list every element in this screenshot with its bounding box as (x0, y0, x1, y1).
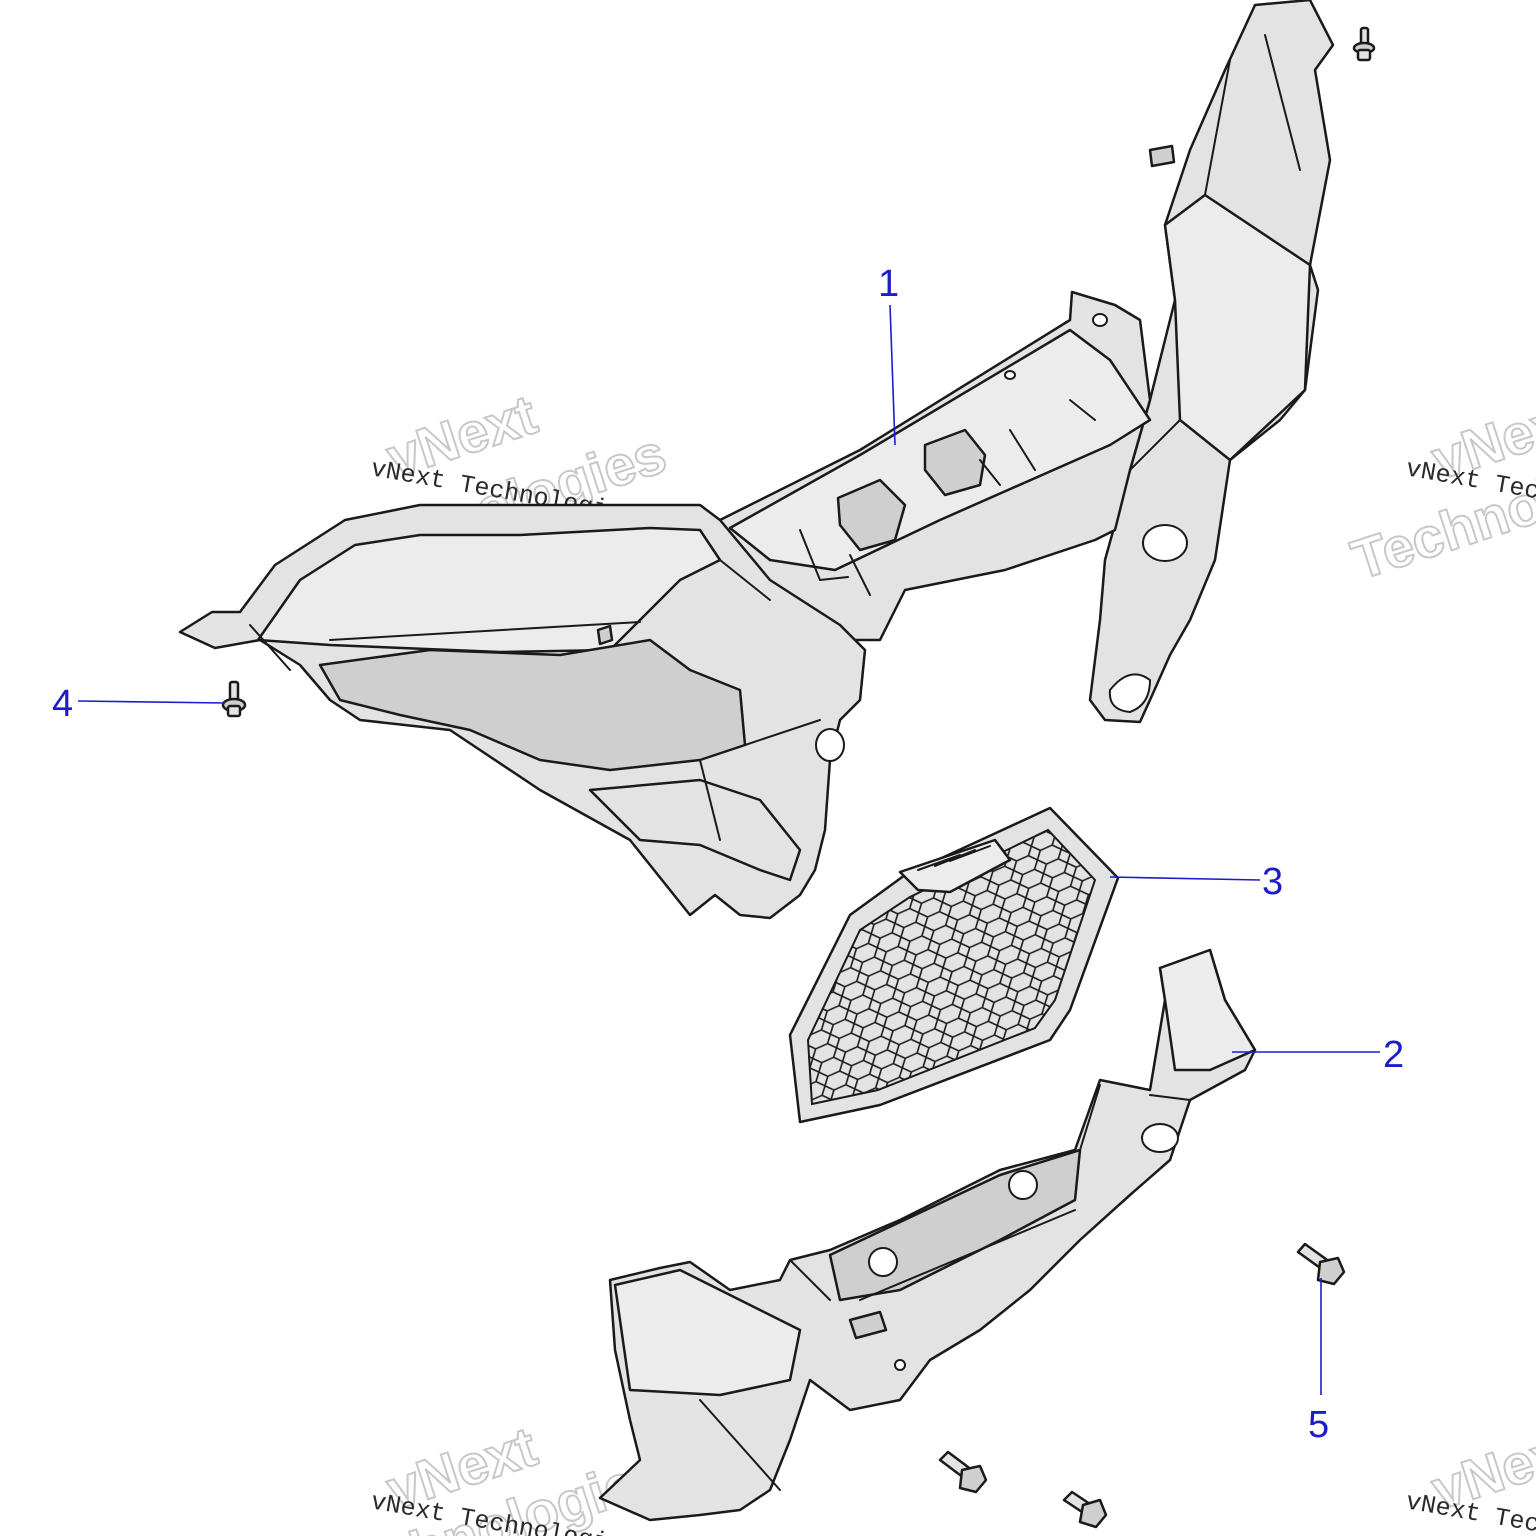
callout-1: 1 (878, 263, 899, 446)
watermark-group-right: vNext Technologies vNext Technologies (1343, 383, 1536, 592)
callout-5: 5 (1308, 1278, 1329, 1446)
top-right-fastener (1352, 26, 1376, 62)
part-1-bumper-frame (178, 0, 1335, 920)
part-4-pin-fastener (221, 680, 247, 718)
callout-label-1: 1 (878, 263, 899, 305)
callout-label-2: 2 (1383, 1034, 1404, 1076)
watermark-group-bottom-left: vNext Technologies vNext Technologies (313, 1413, 674, 1536)
hex-bolt-lower-a (938, 1450, 988, 1494)
leader-line-4 (77, 700, 226, 704)
callout-4: 4 (52, 683, 226, 725)
part-2-lower-valance (598, 948, 1257, 1522)
leader-line-1 (889, 304, 896, 446)
callout-2: 2 (1232, 1034, 1404, 1076)
part-5-hex-bolt (1296, 1242, 1346, 1286)
leader-line-3 (1109, 876, 1261, 881)
hex-bolt-lower-b (1062, 1490, 1108, 1529)
callout-label-3: 3 (1262, 861, 1283, 903)
part-3-mesh-grille (788, 806, 1120, 1124)
callout-label-4: 4 (52, 683, 73, 725)
watermark-group-bottom-right: vNext vNext Technologies (1404, 1413, 1536, 1536)
callout-3: 3 (1109, 861, 1283, 903)
callout-label-5: 5 (1308, 1404, 1329, 1446)
